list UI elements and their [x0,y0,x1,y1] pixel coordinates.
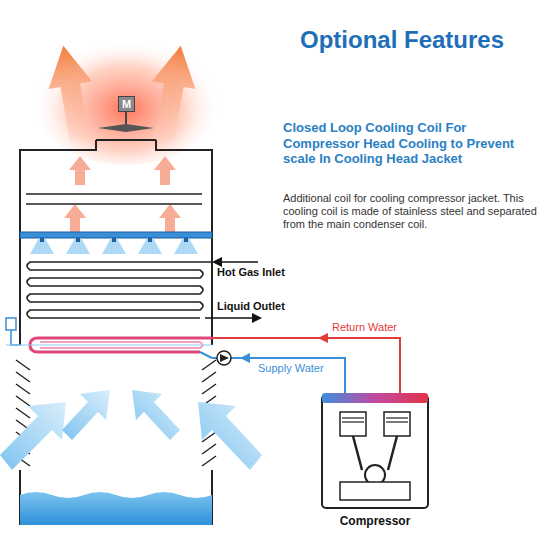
spray-cone [102,238,126,254]
louver-blade [16,360,30,370]
motor-box: M [118,96,135,112]
louver-blade [16,396,30,406]
spray-nozzles [30,238,198,254]
spray-cone [174,238,198,254]
coil-tube [27,262,212,318]
pipe-label: Liquid Outlet [217,300,285,313]
heat-glow [31,25,221,165]
fan-blade [98,124,154,132]
louver-blade [202,372,216,382]
pump-symbol [220,354,229,362]
condenser-coil [27,262,212,318]
louver-blade [202,456,216,466]
flow-arrow [240,353,250,363]
pipe-label: Hot Gas Inlet [217,266,285,279]
feature-description: Additional coil for cooling compressor j… [283,192,538,232]
nozzle [40,238,44,242]
nozzle [76,238,80,242]
louver-blade [16,408,30,418]
louver-blade [202,384,216,394]
louver-blade [16,372,30,382]
spray-cone [138,238,162,254]
nozzle [148,238,152,242]
eliminator-blade [26,193,202,194]
fan-deck [96,139,156,141]
pipe-label: Return Water [332,321,397,334]
makeup-pipe [11,330,20,345]
air-inlet-arrows [0,390,262,470]
return-water-pipe [212,338,400,393]
pipe-label: Supply Water [258,362,324,375]
nozzle [184,238,188,242]
compressor-box: Compressor [322,393,428,508]
nozzle [112,238,116,242]
eliminator-blade [26,203,202,204]
louver-blade [202,444,216,454]
louver-blade [202,360,216,370]
flow-arrow [318,333,328,343]
drift-eliminator [26,194,202,204]
component-label: Compressor [340,514,411,528]
feature-heading: Closed Loop Cooling Coil For Compressor … [283,120,533,167]
louver-blade [16,384,30,394]
spray-header [20,232,212,238]
spray-cone [66,238,90,254]
supply-water-pipe [212,358,345,393]
motor-label: M [121,97,132,111]
water-level-line [6,345,212,346]
spray-cone [30,238,54,254]
compressor-illustration [322,393,428,508]
tower-casing [20,140,212,525]
page-title: Optional Features [300,26,504,55]
float-valve [6,318,16,330]
cooling-coil [30,338,212,358]
pump-symbol [217,351,231,365]
exhaust-arrow [42,42,102,143]
basin-water [20,492,212,525]
